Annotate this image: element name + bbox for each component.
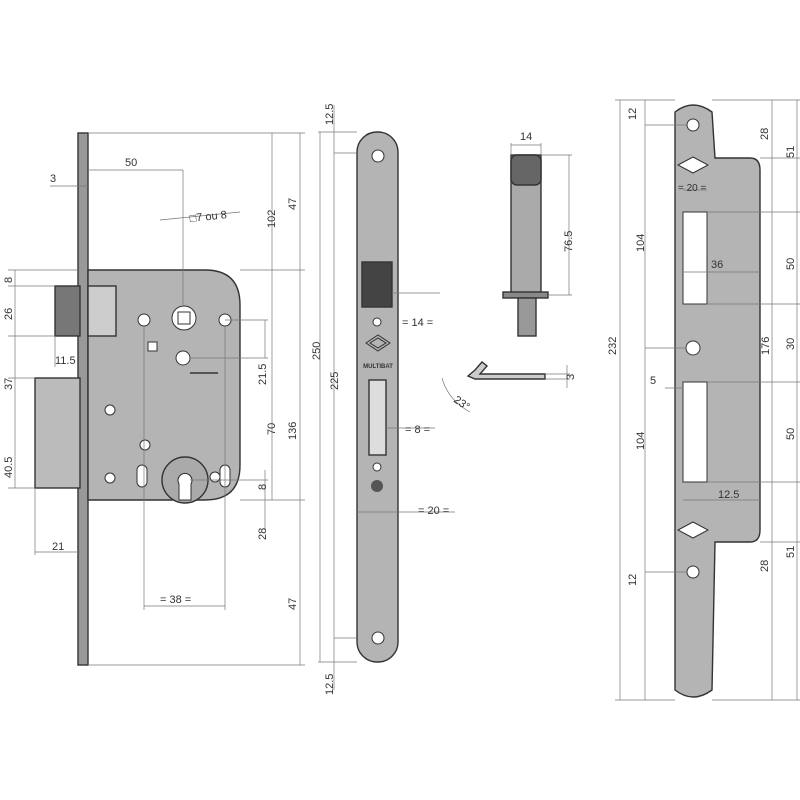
- dim-strike-top-51: 51: [785, 146, 797, 158]
- latch-bent-plate: [466, 361, 546, 380]
- dim-left-40-5: 40.5: [3, 457, 15, 478]
- screw-hole: [686, 565, 700, 579]
- dim-plate-3: 3: [565, 374, 577, 380]
- screw-hole: [686, 118, 700, 132]
- strike-plate-view: 12 28 51 = 20 = 104 36 50 232 176 30 5 1…: [607, 99, 800, 701]
- latch-strike-opening: [682, 211, 708, 305]
- dim-21-5: 21.5: [257, 364, 269, 385]
- lock-body-view: 3 50 □7 ou 8 47 102 250 136 70 21.5 8 28…: [3, 132, 323, 666]
- dim-latch-14: 14: [520, 131, 532, 143]
- dim-76-5: 76.5: [563, 231, 575, 252]
- dim-strike-12-5: 12.5: [718, 489, 739, 501]
- dim-strike-top-12: 12: [627, 108, 639, 120]
- latch-bolt-profile: [510, 154, 542, 186]
- dim-left-26: 26: [3, 308, 15, 320]
- dim-70: 70: [266, 423, 278, 435]
- screw-hole: [209, 471, 221, 483]
- dim-bottom-12-5: 12.5: [324, 674, 336, 695]
- dim-bolt-width: = 8 =: [405, 424, 430, 436]
- strike-dimension-lines: [615, 99, 800, 701]
- brand-diamond-logo: [365, 334, 391, 352]
- screw-hole: [371, 631, 385, 645]
- cam: [371, 480, 383, 492]
- dim-strike-bottom-12: 12: [627, 574, 639, 586]
- dim-strike-upper-50: 50: [785, 258, 797, 270]
- dead-bolt: [34, 377, 81, 489]
- faceplate-view: MULTIBAT 12.5 225 12.5 = 14 = = 8 = = 20…: [318, 104, 455, 695]
- dim-225: 225: [329, 372, 341, 390]
- dim-angle-23: 23°: [451, 394, 472, 413]
- dim-250: 250: [311, 342, 323, 360]
- dim-left-37: 37: [3, 378, 15, 390]
- dim-faceplate-width: = 20 =: [418, 505, 449, 517]
- screw-hole: [685, 340, 701, 356]
- screw-hole: [175, 350, 191, 366]
- screw: [372, 317, 382, 327]
- dim-21: 21: [52, 541, 64, 553]
- latch-collar: [502, 291, 549, 299]
- dim-left-8: 8: [3, 277, 15, 283]
- dim-strike-176: 176: [760, 337, 772, 355]
- dim-28: 28: [257, 528, 269, 540]
- faceplate-dimension-lines: [318, 105, 455, 690]
- slot: [136, 464, 148, 488]
- dim-strike-lower-50: 50: [785, 428, 797, 440]
- brand-label: MULTIBAT: [363, 364, 393, 370]
- dim-forend-thickness: 3: [50, 173, 56, 185]
- lock-case: [87, 269, 241, 501]
- dim-top-12-5: 12.5: [324, 104, 336, 125]
- latch-bolt: [54, 285, 81, 337]
- screw-hole: [104, 404, 116, 416]
- latch-opening: [361, 261, 393, 308]
- dim-strike-232: 232: [607, 337, 619, 355]
- dim-strike-36: 36: [711, 259, 723, 271]
- brand-diamond-logo: [676, 521, 710, 539]
- dim-8: 8: [257, 484, 269, 490]
- dim-strike-30: 30: [785, 338, 797, 350]
- screw-hole: [104, 472, 116, 484]
- dim-strike-upper-104: 104: [635, 234, 647, 252]
- screw-hole: [137, 313, 151, 327]
- dim-102: 102: [266, 210, 278, 228]
- follower-square-hole: [177, 311, 191, 325]
- dim-38: = 38 =: [160, 594, 191, 606]
- dim-strike-5: 5: [650, 375, 656, 387]
- dim-latch-width: = 14 =: [402, 317, 433, 329]
- screw-hole: [371, 149, 385, 163]
- dim-top-47: 47: [287, 198, 299, 210]
- euro-cylinder-hole: [177, 472, 193, 501]
- deadbolt-opening: [368, 379, 387, 456]
- screw-hole: [139, 439, 151, 451]
- bolt-strike-opening: [682, 381, 708, 483]
- dim-strike-bottom-51: 51: [785, 546, 797, 558]
- dim-bottom-47: 47: [287, 598, 299, 610]
- slot: [147, 341, 158, 352]
- screw: [372, 462, 382, 472]
- latch-tongue: [517, 297, 537, 337]
- lock-dimension-lines: [8, 132, 305, 666]
- dim-strike-bottom-28: 28: [759, 560, 771, 572]
- dim-follower-square: □7 ou 8: [189, 209, 227, 225]
- latch-tail: [87, 285, 117, 337]
- latch-dimension-lines: [441, 143, 572, 413]
- dim-strike-20: = 20 =: [678, 183, 707, 194]
- dim-strike-lower-104: 104: [635, 432, 647, 450]
- latch-side-view: 14 76.5 3 23°: [441, 131, 577, 413]
- dim-11-5: 11.5: [55, 355, 76, 367]
- dim-backset: 50: [125, 157, 137, 169]
- dim-136: 136: [287, 422, 299, 440]
- brand-diamond-logo: [676, 156, 710, 174]
- dim-strike-top-28: 28: [759, 128, 771, 140]
